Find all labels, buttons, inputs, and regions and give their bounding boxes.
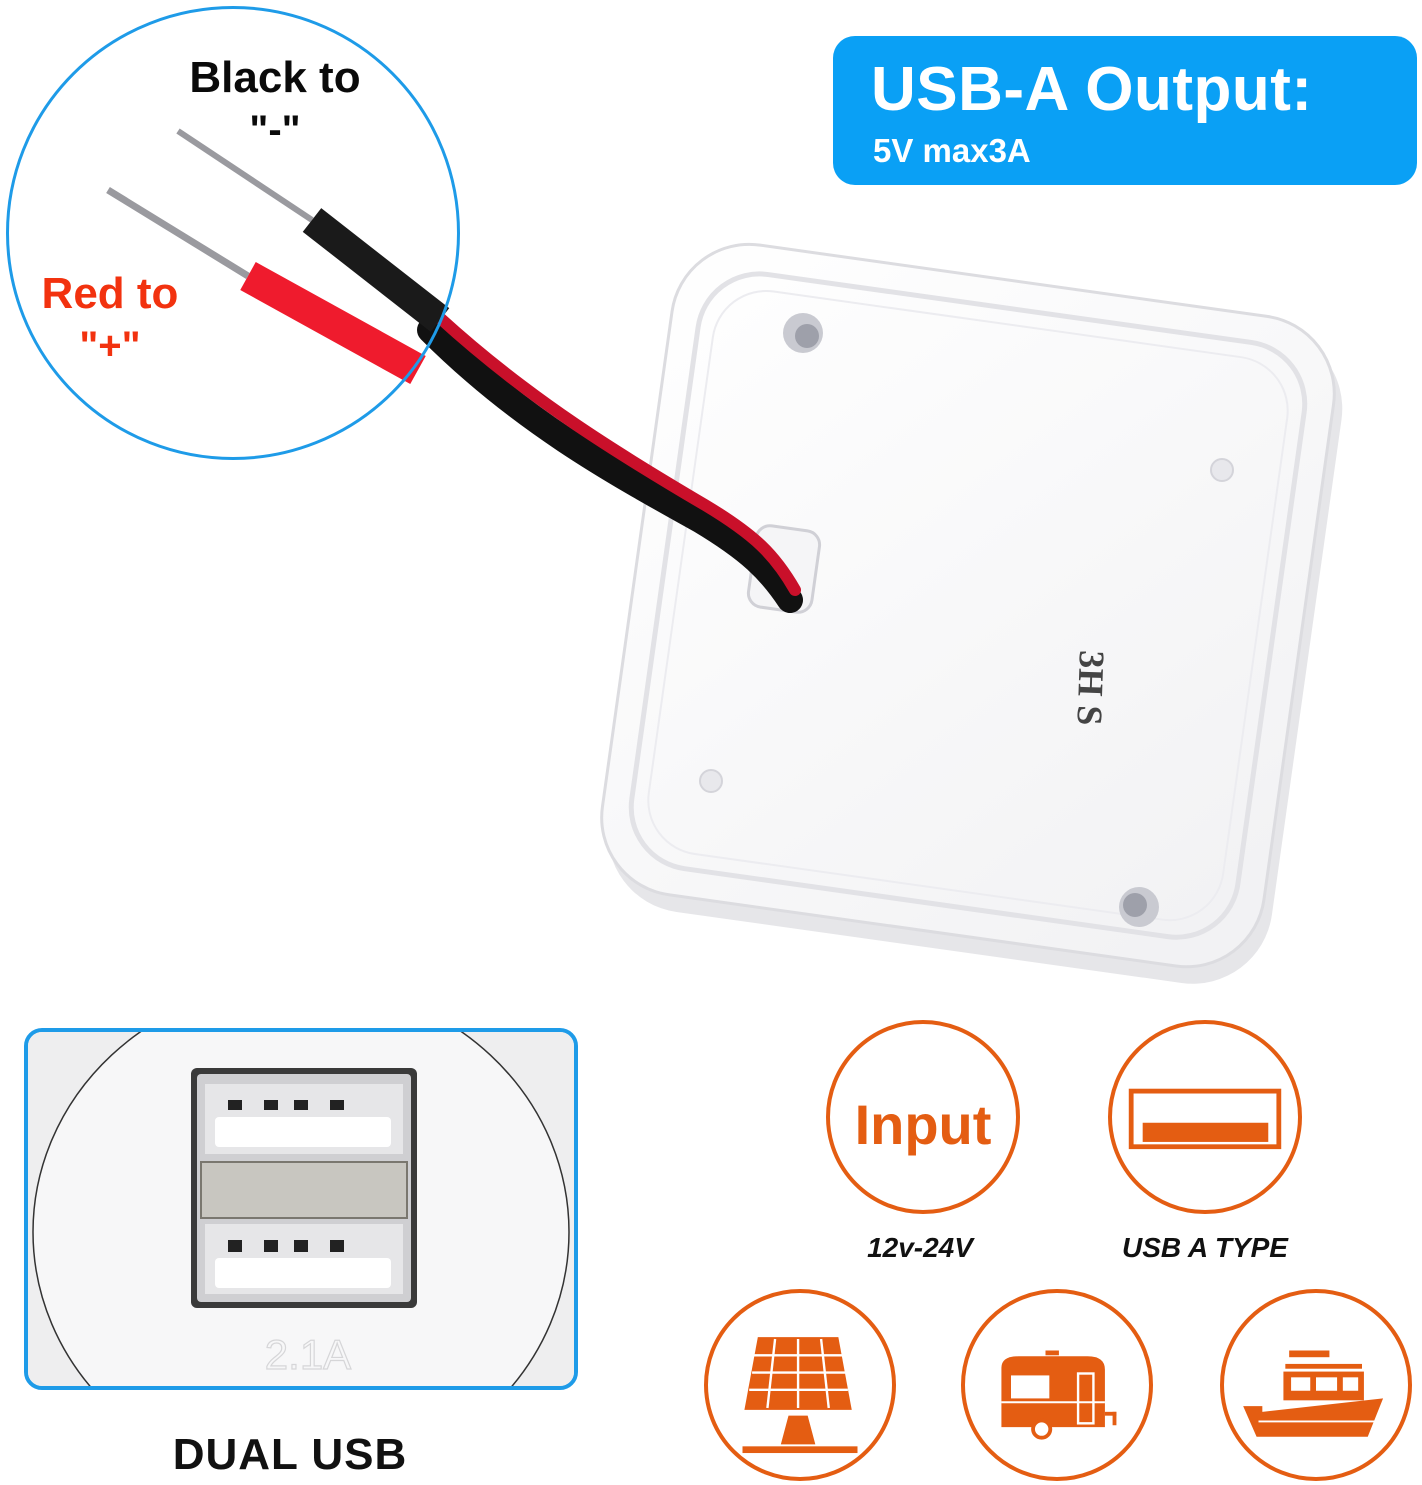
svg-text:3H S: 3H S (1069, 650, 1112, 726)
dual-usb-caption: DUAL USB (172, 1430, 408, 1479)
dual-usb-photo: 2.1A (24, 1028, 578, 1390)
black-wire-text: Black to (189, 53, 361, 102)
solar-panel-icon (742, 1337, 858, 1454)
usb-type-badge (1108, 1020, 1302, 1214)
output-spec: 5V max3A (873, 132, 1031, 169)
screw-hole-icon (699, 313, 1234, 927)
output-title: USB-A Output: (871, 55, 1313, 124)
solar-application-badge (704, 1289, 896, 1481)
wire-polarity-callout (6, 6, 460, 460)
dual-usb-port-icon: 2.1A (28, 1032, 574, 1386)
input-voltage-caption: 12v-24V (867, 1232, 973, 1263)
boat-application-badge (1220, 1289, 1412, 1481)
usb-port-icon (1128, 1088, 1282, 1150)
input-text-icon: Input (854, 1093, 992, 1156)
usb-output-badge: USB-A Output: 5V max3A (833, 36, 1417, 185)
port-rating-text: 2.1A (265, 1331, 351, 1378)
red-wire-text: Red to (41, 269, 179, 318)
input-voltage-badge: Input (826, 1020, 1020, 1214)
negative-polarity: "-" (249, 108, 301, 152)
black-wire-label: Black to "-" (170, 53, 380, 152)
rv-application-badge (961, 1289, 1153, 1481)
boat-icon (1243, 1350, 1384, 1437)
usb-type-caption: USB A TYPE (1122, 1232, 1288, 1263)
rv-trailer-icon (1001, 1350, 1117, 1440)
red-wire-label: Red to "+" (20, 269, 200, 368)
positive-polarity: "+" (79, 324, 141, 368)
